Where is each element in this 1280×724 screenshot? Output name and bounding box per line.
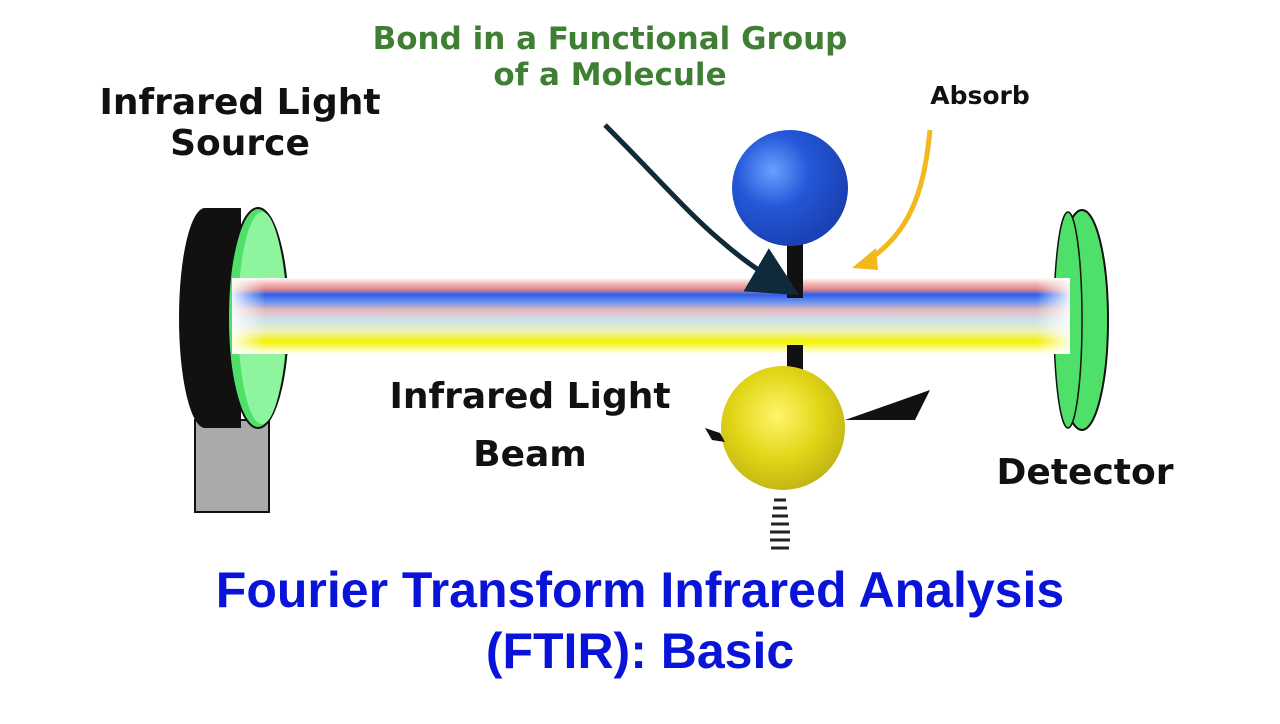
beam-fade — [232, 278, 1070, 354]
infrared-beam-icon — [232, 278, 1070, 354]
light-source-icon — [179, 207, 289, 513]
bond-label-line1: Bond in a Functional Group — [372, 21, 848, 57]
title-line2: (FTIR): Basic — [485, 623, 795, 679]
beam-label-line2: Beam — [473, 433, 587, 475]
atom-bottom — [721, 366, 845, 490]
bond-hashed-down — [770, 498, 790, 550]
source-label: Infrared Light Source — [70, 82, 410, 165]
bond-pointer-arrow — [603, 123, 800, 296]
bond-wedge-left — [705, 428, 725, 442]
diatomic-molecule-icon — [705, 130, 930, 550]
source-label-line2: Source — [170, 123, 310, 165]
bond-label: Bond in a Functional Group of a Molecule — [300, 21, 920, 93]
page-title: Fourier Transform Infrared Analysis (FTI… — [0, 560, 1280, 682]
beam-label-line1: Infrared Light — [389, 376, 671, 417]
absorb-label: Absorb — [930, 81, 1030, 110]
beam-label: Infrared Light Beam — [370, 368, 690, 483]
source-base — [194, 419, 270, 513]
bond-label-line2: of a Molecule — [493, 56, 727, 93]
source-label-line1: Infrared Light — [99, 82, 381, 123]
title-line1: Fourier Transform Infrared Analysis — [215, 562, 1065, 618]
absorb-arrow — [852, 129, 933, 270]
bond-wedge-right — [845, 390, 930, 420]
bond-stick-top — [787, 240, 803, 298]
atom-top — [732, 130, 848, 246]
detector-label: Detector — [996, 452, 1174, 493]
